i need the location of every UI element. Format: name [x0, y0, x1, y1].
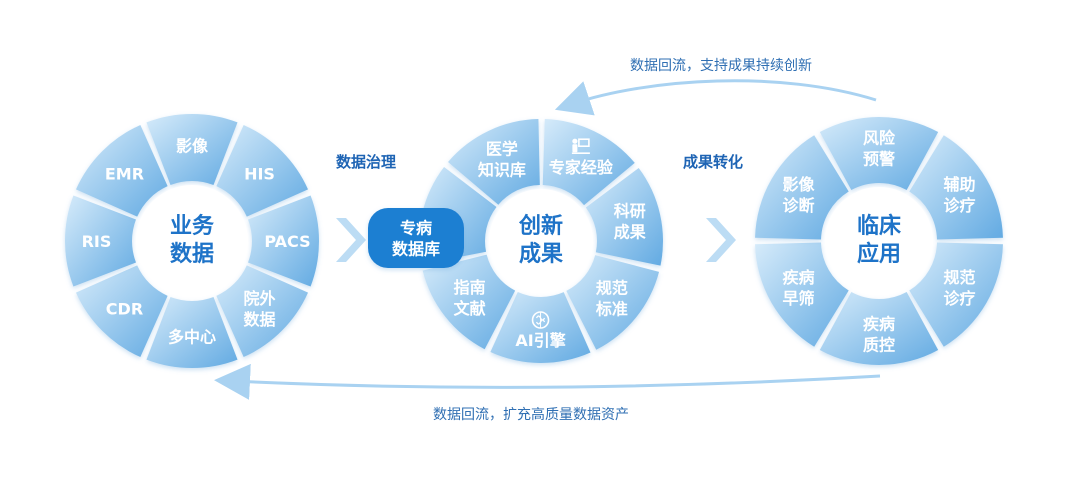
segment-label: RIS — [82, 232, 112, 251]
wheel-segment: EMR — [75, 124, 168, 217]
hub-label: 应用 — [857, 241, 901, 267]
segment-label: CDR — [106, 300, 143, 319]
segment-label: 成果 — [614, 223, 646, 242]
hub-label: 业务 — [170, 214, 215, 239]
segment-label: 影像 — [782, 175, 815, 194]
expert-presentation-icon — [571, 138, 590, 155]
flow-label-governance: 数据治理 — [336, 153, 396, 171]
hub-label: 创新 — [518, 213, 563, 239]
segment-label: 影像 — [176, 137, 209, 156]
loop-bottom-label: 数据回流，扩充高质量数据资产 — [433, 406, 629, 423]
loop-arrow-bottom — [214, 363, 881, 400]
loop-arrow-top — [554, 79, 877, 116]
wheel-segment: CDR — [75, 265, 168, 358]
segment-label: 诊疗 — [944, 196, 976, 215]
ai-brain-icon — [531, 311, 550, 329]
wheel-segment: AI引擎 — [490, 291, 591, 364]
wheel-hub — [825, 187, 933, 295]
highlight-label: 专病 — [400, 219, 432, 238]
segment-label: 质控 — [863, 336, 895, 355]
hub-label: 临床 — [857, 213, 902, 239]
segment-label: 疾病 — [863, 315, 895, 334]
wheel-segment: 影像 — [146, 114, 238, 185]
wheel-segment: RIS — [65, 195, 136, 287]
chevron-arrow-2 — [706, 218, 736, 262]
wheel-hub — [136, 185, 248, 297]
segment-label: 专家经验 — [549, 158, 614, 177]
highlight-label: 数据库 — [392, 240, 440, 259]
wheel-hub — [489, 189, 593, 293]
segment-label: 辅助 — [944, 175, 976, 194]
segment-label: 疾病 — [782, 268, 814, 287]
segment-label: EMR — [105, 164, 144, 183]
segment-label: 诊疗 — [944, 289, 976, 308]
hub-label: 数据 — [170, 241, 214, 267]
chevron-arrow-1 — [336, 218, 366, 262]
hub-label: 成果 — [519, 242, 563, 267]
segment-label: 规范 — [596, 279, 628, 298]
segment-label: 预警 — [863, 150, 895, 169]
segment-label: PACS — [264, 232, 310, 251]
segment-label: AI引擎 — [515, 331, 566, 350]
segment-label: 诊断 — [782, 196, 814, 215]
wheel-segment: 多中心 — [146, 297, 238, 369]
segment-label: 医学 — [486, 139, 518, 158]
wheel-segment: 专家经验 — [542, 119, 635, 206]
segment-label: 规范 — [944, 268, 976, 287]
segment-label: 早筛 — [782, 289, 814, 308]
loop-top-label: 数据回流，支持成果持续创新 — [630, 57, 812, 74]
segment-label: 文献 — [454, 299, 486, 318]
segment-label: 科研 — [614, 202, 646, 221]
segment-label: 数据 — [244, 310, 276, 329]
segment-label: 标准 — [595, 300, 628, 319]
wheel-segment: HIS — [216, 124, 309, 217]
segment-label: 院外 — [244, 289, 276, 308]
segment-label: 多中心 — [168, 328, 216, 347]
flow-label-transformation: 成果转化 — [683, 153, 743, 171]
segment-label: 指南 — [454, 278, 486, 297]
segment-label: 风险 — [863, 129, 896, 148]
segment-label: HIS — [244, 164, 275, 183]
wheel-segment: PACS — [248, 195, 320, 287]
segment-label: 知识库 — [478, 160, 526, 179]
